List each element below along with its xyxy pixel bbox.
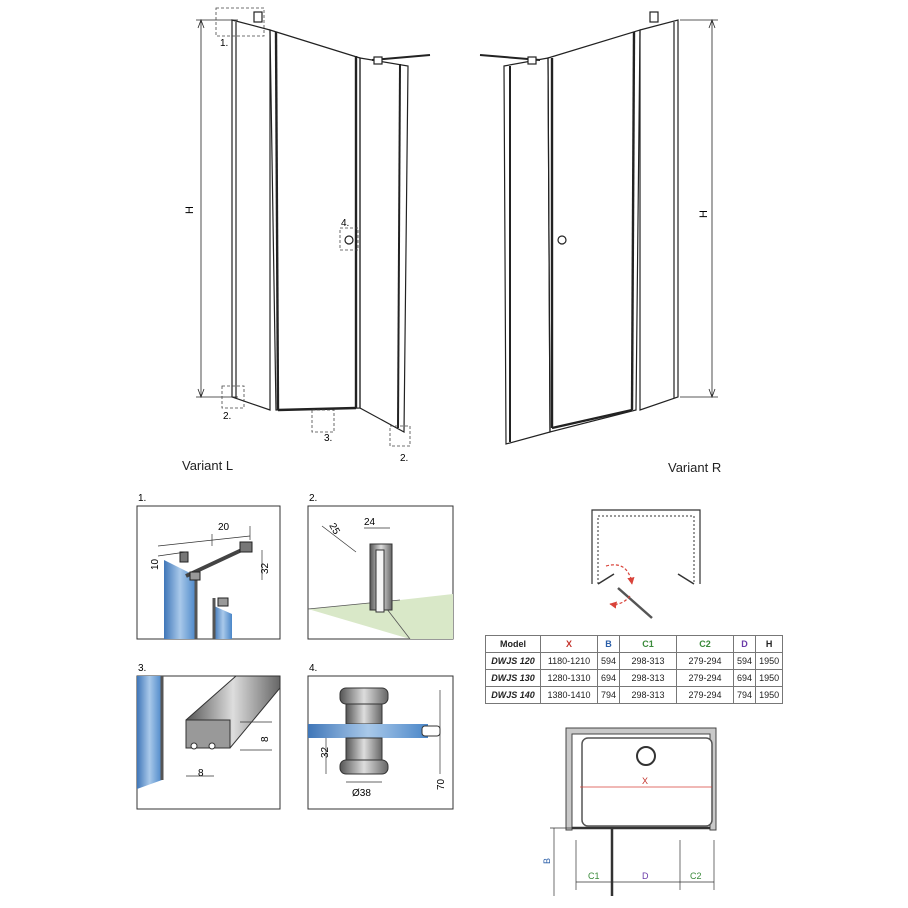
col-x: X: [540, 635, 598, 653]
cell-b: 794: [596, 686, 621, 704]
table-row: DWJS 140 1380-1410 794 298-313 279-294 7…: [485, 686, 784, 704]
cell-c1: 298-313: [619, 686, 678, 704]
cell-model: DWJS 140: [485, 686, 541, 704]
detail-1-label: 1.: [138, 493, 146, 504]
cell-h: 1950: [755, 669, 784, 687]
detail-4-dim-32: 32: [320, 746, 331, 758]
cell-d: 794: [733, 686, 757, 704]
plan-c1-label: C1: [588, 871, 600, 881]
detail-3: [136, 675, 281, 810]
callout-1-label: 1.: [220, 38, 228, 49]
detail-2: [307, 505, 454, 640]
col-b: B: [596, 635, 621, 653]
plan-x-label: X: [642, 776, 648, 786]
swing-plan: [591, 509, 701, 619]
callout-4-label: 4.: [341, 218, 349, 229]
cell-b: 694: [596, 669, 621, 687]
floor-plan: [550, 727, 717, 896]
detail-3-dim-8b: 8: [260, 736, 271, 742]
variant-l-label: Variant L: [182, 458, 234, 473]
detail-4-dim-diameter: Ø38: [352, 788, 371, 799]
detail-4-dim-70: 70: [436, 778, 447, 790]
detail-2-dim-24: 24: [364, 517, 376, 528]
cell-c1: 298-313: [619, 669, 678, 687]
variant-l-drawing: [196, 11, 431, 434]
cell-model: DWJS 130: [485, 669, 541, 687]
detail-2-label: 2.: [309, 493, 317, 504]
detail-1-dim-20: 20: [218, 522, 230, 533]
detail-4: [307, 675, 454, 810]
cell-d: 594: [733, 652, 757, 670]
detail-1-dim-10: 10: [150, 558, 161, 570]
cell-c2: 279-294: [676, 669, 735, 687]
detail-1-dim-32: 32: [260, 562, 271, 574]
callout-3-label: 3.: [324, 433, 332, 444]
table-row: DWJS 120 1180-1210 594 298-313 279-294 5…: [485, 652, 784, 670]
callout-2-label: 2.: [223, 411, 231, 422]
callout-2b-label: 2.: [400, 453, 408, 464]
cell-c1: 298-313: [619, 652, 678, 670]
cell-c2: 279-294: [676, 652, 735, 670]
cell-h: 1950: [755, 686, 784, 704]
col-h: H: [755, 635, 784, 653]
detail-3-dim-8a: 8: [198, 768, 204, 779]
detail-2-dim-25: 25: [326, 521, 341, 537]
cell-model: DWJS 120: [485, 652, 541, 670]
plan-d-label: D: [642, 871, 649, 881]
col-model: Model: [485, 635, 541, 653]
detail-4-label: 4.: [309, 663, 317, 674]
height-label-l: H: [184, 206, 196, 214]
col-d: D: [733, 635, 757, 653]
cell-c2: 279-294: [676, 686, 735, 704]
plan-c2-label: C2: [690, 871, 702, 881]
cell-x: 1180-1210: [540, 652, 598, 670]
spec-table: Model X B C1 C2 D H DWJS 120 1180-1210 5…: [485, 635, 784, 704]
variant-r-label: Variant R: [668, 460, 722, 475]
cell-x: 1280-1310: [540, 669, 598, 687]
height-label-r: H: [698, 210, 710, 218]
col-c2: C2: [676, 635, 735, 653]
table-header-row: Model X B C1 C2 D H: [485, 635, 784, 653]
cell-b: 594: [596, 652, 621, 670]
callout-boxes-l: [215, 7, 411, 447]
detail-1: [136, 505, 281, 640]
variant-r-drawing: [479, 11, 718, 445]
col-c1: C1: [619, 635, 678, 653]
plan-b-label: B: [542, 858, 552, 864]
cell-d: 694: [733, 669, 757, 687]
detail-3-label: 3.: [138, 663, 146, 674]
cell-x: 1380-1410: [540, 686, 598, 704]
table-row: DWJS 130 1280-1310 694 298-313 279-294 6…: [485, 669, 784, 687]
cell-h: 1950: [755, 652, 784, 670]
